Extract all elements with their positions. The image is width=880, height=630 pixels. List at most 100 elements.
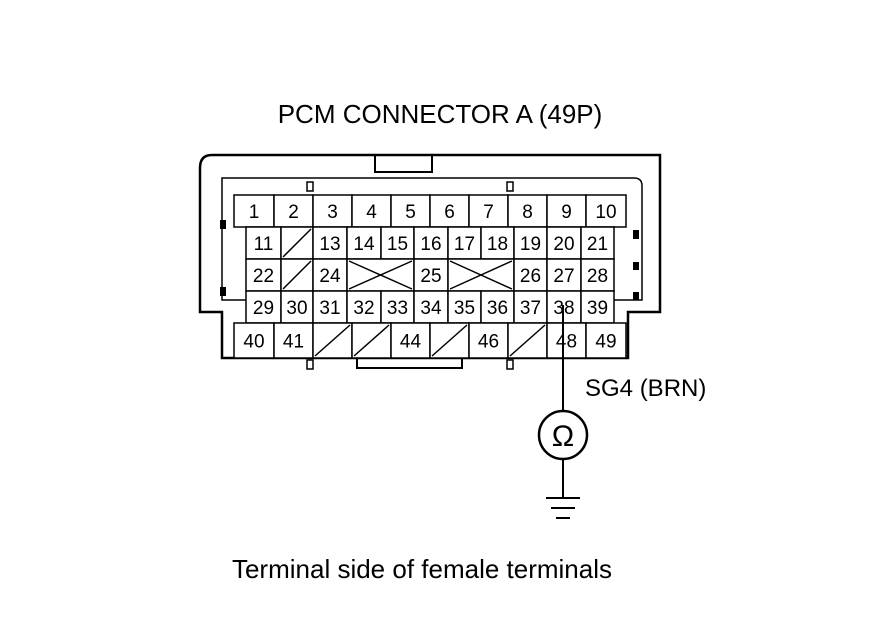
terminal-number: 16 bbox=[420, 234, 441, 255]
terminal-number: 1 bbox=[249, 202, 260, 223]
terminal-cell: 1 bbox=[233, 194, 275, 228]
blank-terminal bbox=[312, 322, 353, 359]
terminal-number: 14 bbox=[353, 234, 375, 255]
terminal-number: 31 bbox=[319, 298, 340, 319]
terminal-cell: 37 bbox=[513, 290, 548, 324]
terminal-cell: 25 bbox=[413, 258, 449, 292]
terminal-cell: 27 bbox=[546, 258, 582, 292]
ohm-symbol: Ω bbox=[552, 420, 574, 453]
terminal-cell: 5 bbox=[390, 194, 431, 228]
terminal-number: 39 bbox=[587, 298, 608, 319]
terminal-cell: 29 bbox=[245, 290, 282, 324]
terminal-number: 17 bbox=[454, 234, 475, 255]
terminal-number: 15 bbox=[387, 234, 408, 255]
terminal-number: 2 bbox=[288, 202, 299, 223]
terminal-number: 22 bbox=[253, 266, 274, 287]
terminal-cell: 32 bbox=[346, 290, 382, 324]
terminal-number: 40 bbox=[243, 332, 264, 353]
terminal-cell: 35 bbox=[447, 290, 482, 324]
probe-label: SG4 (BRN) bbox=[585, 375, 706, 402]
terminal-number: 26 bbox=[520, 266, 541, 287]
terminal-cell: 15 bbox=[380, 226, 415, 260]
terminal-number: 30 bbox=[286, 298, 307, 319]
terminal-cell: 26 bbox=[513, 258, 548, 292]
terminal-cell: 41 bbox=[273, 322, 314, 359]
terminal-cell: 20 bbox=[546, 226, 582, 260]
blank-terminal bbox=[280, 258, 314, 292]
terminal-number: 33 bbox=[387, 298, 408, 319]
terminal-cell: 2 bbox=[273, 194, 314, 228]
terminal-cell: 33 bbox=[380, 290, 415, 324]
terminal-number: 19 bbox=[520, 234, 541, 255]
terminal-cell: 18 bbox=[480, 226, 515, 260]
terminal-cell: 9 bbox=[546, 194, 587, 228]
terminal-number: 24 bbox=[319, 266, 341, 287]
terminal-number: 9 bbox=[561, 202, 572, 223]
connector-housing bbox=[198, 153, 662, 369]
terminal-number: 36 bbox=[487, 298, 508, 319]
terminal-cell: 48 bbox=[546, 322, 587, 359]
terminal-number: 46 bbox=[478, 332, 499, 353]
terminal-cell: 44 bbox=[390, 322, 431, 359]
blank-terminal-double bbox=[346, 258, 415, 292]
terminal-cell: 39 bbox=[580, 290, 615, 324]
terminal-number: 35 bbox=[454, 298, 475, 319]
blank-terminal bbox=[280, 226, 314, 260]
terminal-number: 32 bbox=[353, 298, 374, 319]
terminal-cell: 11 bbox=[245, 226, 282, 260]
terminal-number: 29 bbox=[253, 298, 274, 319]
terminal-cell: 49 bbox=[585, 322, 627, 359]
terminal-cell: 31 bbox=[312, 290, 348, 324]
terminal-cell: 8 bbox=[507, 194, 548, 228]
blank-terminal bbox=[351, 322, 392, 359]
terminal-number: 48 bbox=[556, 332, 577, 353]
terminal-number: 27 bbox=[553, 266, 574, 287]
terminal-cell: 19 bbox=[513, 226, 548, 260]
terminal-number: 37 bbox=[520, 298, 541, 319]
terminal-cell: 10 bbox=[585, 194, 627, 228]
terminal-number: 5 bbox=[405, 202, 416, 223]
terminal-number: 20 bbox=[553, 234, 574, 255]
terminal-number: 41 bbox=[283, 332, 304, 353]
terminal-number: 44 bbox=[400, 332, 422, 353]
terminal-number: 7 bbox=[483, 202, 494, 223]
caption: Terminal side of female terminals bbox=[232, 554, 612, 584]
terminal-cell: 7 bbox=[468, 194, 509, 228]
terminal-number: 11 bbox=[254, 234, 274, 255]
terminal-cell: 22 bbox=[245, 258, 282, 292]
terminal-cell: 34 bbox=[413, 290, 449, 324]
terminal-cell: 3 bbox=[312, 194, 353, 228]
terminal-cell: 16 bbox=[413, 226, 449, 260]
terminal-cell: 36 bbox=[480, 290, 515, 324]
blank-terminal bbox=[507, 322, 548, 359]
terminal-cell: 28 bbox=[580, 258, 615, 292]
terminal-number: 25 bbox=[420, 266, 441, 287]
terminal-cell: 13 bbox=[312, 226, 348, 260]
ground-icon bbox=[546, 497, 580, 519]
terminal-number: 18 bbox=[487, 234, 508, 255]
terminal-number: 13 bbox=[319, 234, 340, 255]
terminal-cell: 14 bbox=[346, 226, 382, 260]
terminal-number: 6 bbox=[444, 202, 455, 223]
connector-title: PCM CONNECTOR A (49P) bbox=[278, 99, 603, 129]
terminal-cell: 24 bbox=[312, 258, 348, 292]
blank-terminal bbox=[429, 322, 470, 359]
terminal-number: 4 bbox=[366, 202, 377, 223]
terminal-cell: 40 bbox=[233, 322, 275, 359]
housing-marks bbox=[220, 181, 639, 370]
terminal-number: 3 bbox=[327, 202, 338, 223]
terminal-number: 21 bbox=[587, 234, 608, 255]
terminal-number: 8 bbox=[522, 202, 533, 223]
ohmmeter-icon: Ω bbox=[537, 409, 589, 461]
terminal-number: 49 bbox=[595, 332, 616, 353]
terminal-cell: 17 bbox=[447, 226, 482, 260]
terminal-cell: 6 bbox=[429, 194, 470, 228]
terminal-cell: 4 bbox=[351, 194, 392, 228]
terminal-number: 28 bbox=[587, 266, 608, 287]
terminal-number: 10 bbox=[595, 202, 616, 223]
terminal-number: 34 bbox=[420, 298, 442, 319]
terminal-cell: 30 bbox=[280, 290, 314, 324]
blank-terminal-double bbox=[447, 258, 515, 292]
